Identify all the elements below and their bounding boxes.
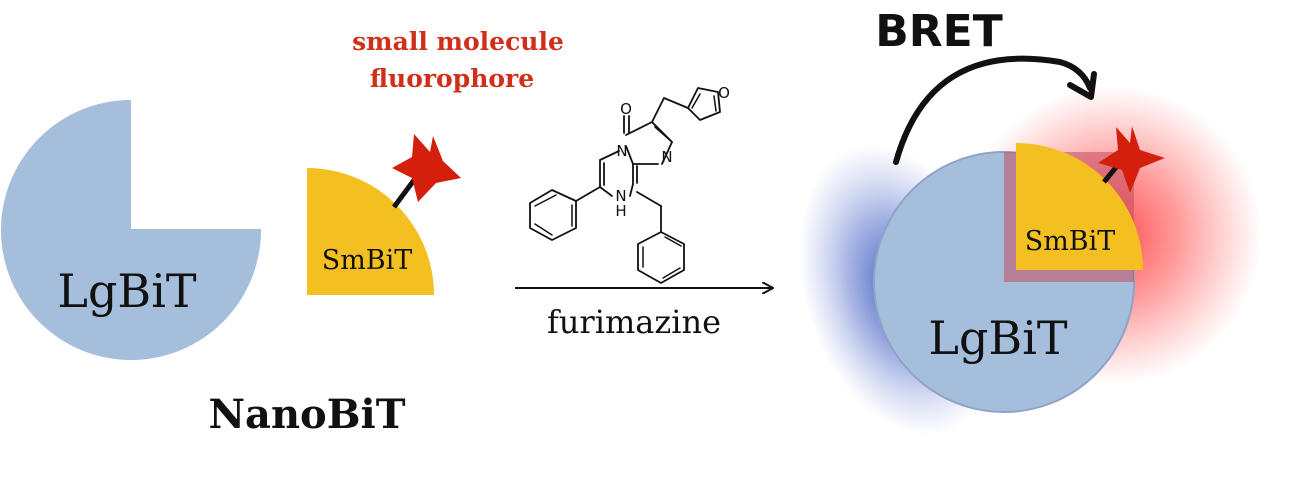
lgbit-left-group: LgBiT [1, 100, 262, 361]
lgbit-left-shape [1, 100, 262, 361]
lgbit-right-label: LgBiT [928, 311, 1068, 365]
smbit-left-label: SmBiT [322, 245, 413, 276]
fluorophore-caption-line2: fluorophore [370, 64, 534, 93]
atom-n-bridge: N [661, 148, 672, 166]
atom-n-ring: N [616, 142, 627, 160]
atom-o-carbonyl: O [620, 100, 632, 118]
fluorophore-star-right [1098, 126, 1165, 193]
smbit-left-shape [307, 168, 434, 295]
bret-energy-arrow [893, 55, 1097, 165]
atom-nh-n: N [615, 187, 626, 205]
furimazine-structure: O O N N N H [529, 84, 730, 284]
reaction-reagent-label: furimazine [547, 303, 721, 341]
bret-title: BRET [875, 6, 1003, 57]
smbit-right-group: SmBiT [1016, 126, 1165, 270]
fluorophore-star-left [392, 134, 461, 202]
reaction-arrow: furimazine [515, 288, 772, 341]
smbit-right-label: SmBiT [1025, 226, 1116, 257]
nanobit-title: NanoBiT [208, 391, 405, 438]
imidazopyrazinone-core [529, 87, 721, 284]
atom-nh-h: H [615, 202, 626, 220]
smbit-right-shape [1016, 143, 1143, 270]
atom-labels: O O N N N H [615, 84, 730, 220]
atom-o-furan: O [718, 84, 730, 102]
lgbit-left-label: LgBiT [57, 264, 197, 318]
smbit-left-group: SmBiT [307, 134, 461, 295]
fluorophore-caption: small molecule fluorophore [352, 27, 564, 93]
fluorophore-caption-line1: small molecule [352, 27, 564, 56]
